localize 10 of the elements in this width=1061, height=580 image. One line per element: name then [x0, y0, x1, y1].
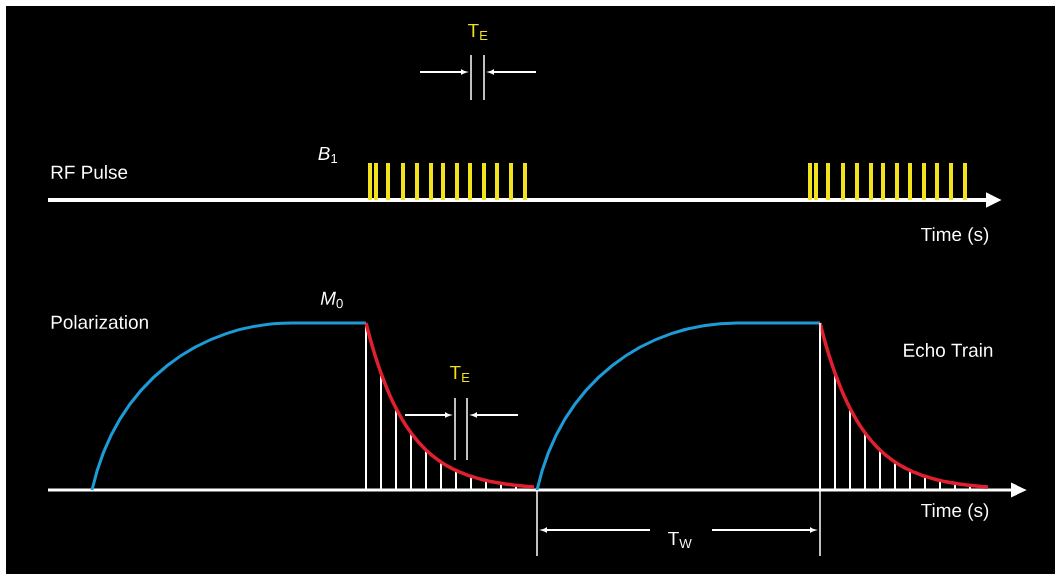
axis-label: Polarization	[51, 315, 148, 329]
axis-label: B$_{1}$	[318, 146, 338, 164]
axis-label: RF Pulse	[51, 165, 128, 179]
axis-label: Time (s)	[921, 503, 989, 521]
axis-label: T$_{E}$	[450, 365, 470, 383]
axis-label: Time (s)	[921, 227, 989, 245]
axis-label: T$_{E}$	[468, 23, 488, 41]
axis-label: Echo Train	[904, 343, 993, 357]
axis-label: T$_{W}$	[668, 531, 692, 549]
axis-label: M$_{0}$	[320, 291, 343, 309]
